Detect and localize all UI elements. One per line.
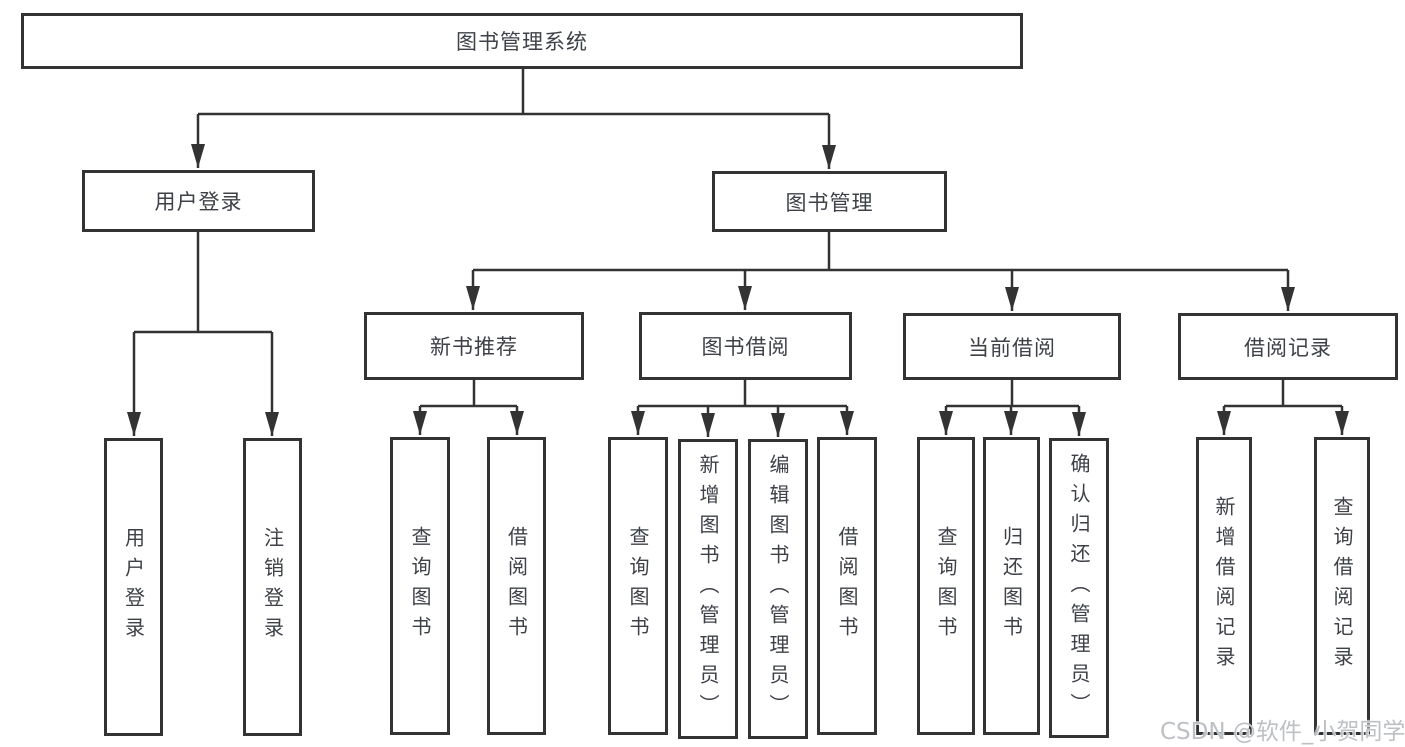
connector-book-borrow-to-leaves bbox=[631, 380, 854, 437]
node-borrow-record: 借阅记录 bbox=[1178, 313, 1398, 380]
connector-new-book-recommend-to-leaves bbox=[413, 380, 524, 435]
leaf-add-books-admin: 新增图书（管理员） bbox=[678, 439, 738, 739]
connector-book-management-to-level2 bbox=[466, 232, 1295, 311]
leaf-query-books-2: 查询图书 bbox=[608, 437, 668, 735]
leaf-edit-books-admin: 编辑图书（管理员） bbox=[748, 439, 808, 739]
leaf-return-books: 归还图书 bbox=[983, 437, 1040, 735]
connector-borrow-record-to-leaves bbox=[1217, 380, 1349, 435]
leaf-borrow-books-2: 借阅图书 bbox=[817, 437, 877, 735]
leaf-confirm-return-admin: 确认归还（管理员） bbox=[1049, 438, 1109, 738]
watermark-text: CSDN @软件_小贺同学 bbox=[1160, 719, 1405, 745]
leaf-add-borrow-record: 新增借阅记录 bbox=[1196, 437, 1252, 735]
leaf-query-borrow-record: 查询借阅记录 bbox=[1314, 437, 1370, 735]
connector-root-to-level1 bbox=[191, 69, 836, 169]
node-user-login: 用户登录 bbox=[82, 170, 315, 232]
leaf-borrow-books-1: 借阅图书 bbox=[487, 437, 546, 735]
node-root: 图书管理系统 bbox=[21, 13, 1023, 69]
node-new-book-recommend: 新书推荐 bbox=[364, 312, 584, 380]
leaf-query-books-3: 查询图书 bbox=[917, 437, 975, 735]
connector-user-login-to-leaves bbox=[127, 232, 279, 436]
connector-current-borrow-to-leaves bbox=[939, 380, 1086, 436]
node-current-borrow: 当前借阅 bbox=[903, 313, 1121, 380]
node-book-borrow: 图书借阅 bbox=[639, 312, 852, 380]
leaf-logout: 注销登录 bbox=[243, 438, 302, 736]
leaf-user-login: 用户登录 bbox=[104, 438, 163, 736]
leaf-query-books-1: 查询图书 bbox=[390, 437, 450, 735]
node-book-management: 图书管理 bbox=[712, 171, 947, 232]
